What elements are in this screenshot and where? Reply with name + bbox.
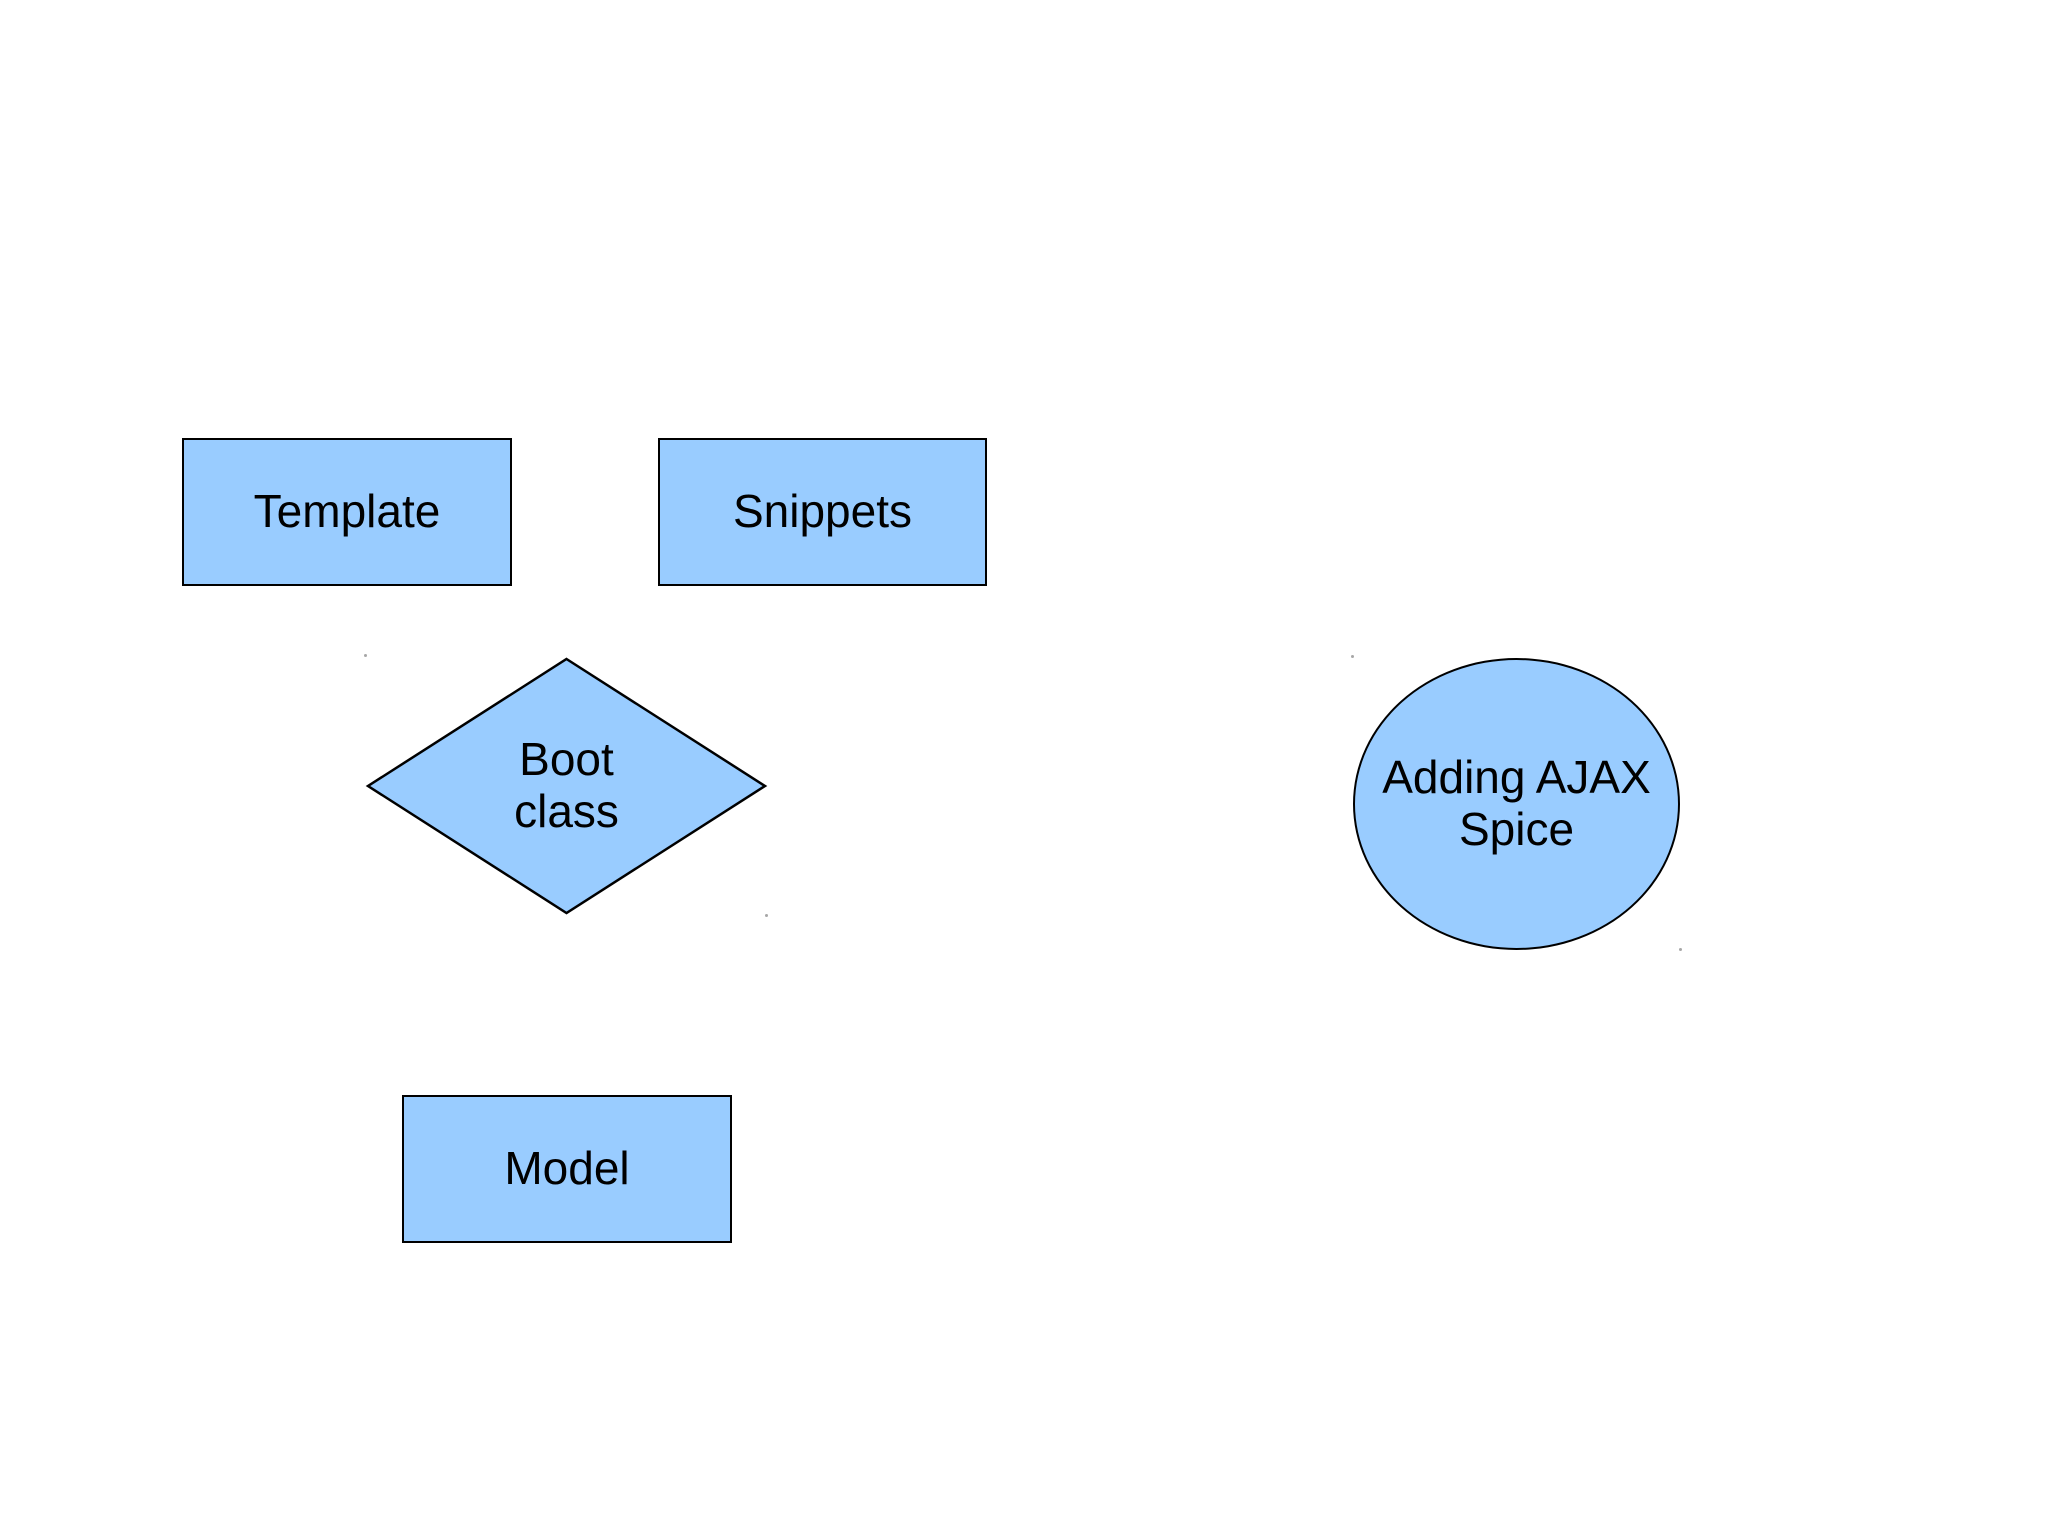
shape-adding-ajax-spice: Adding AJAX Spice bbox=[1353, 658, 1680, 950]
shape-model-label: Model bbox=[504, 1142, 630, 1195]
shape-adding-ajax-spice-label: Adding AJAX Spice bbox=[1382, 751, 1651, 855]
shape-model: Model bbox=[402, 1095, 732, 1243]
handle-dot bbox=[1351, 655, 1354, 658]
shape-template: Template bbox=[182, 438, 512, 586]
shape-template-label: Template bbox=[253, 485, 441, 538]
shape-boot-class: Boot class bbox=[365, 657, 768, 915]
handle-dot bbox=[1679, 948, 1682, 951]
shape-snippets: Snippets bbox=[658, 438, 987, 586]
diamond-outline bbox=[365, 657, 768, 915]
handle-dot bbox=[364, 654, 367, 657]
shape-boot-class-label: Boot class bbox=[514, 733, 619, 837]
handle-dot bbox=[765, 914, 768, 917]
shape-snippets-label: Snippets bbox=[732, 485, 912, 538]
